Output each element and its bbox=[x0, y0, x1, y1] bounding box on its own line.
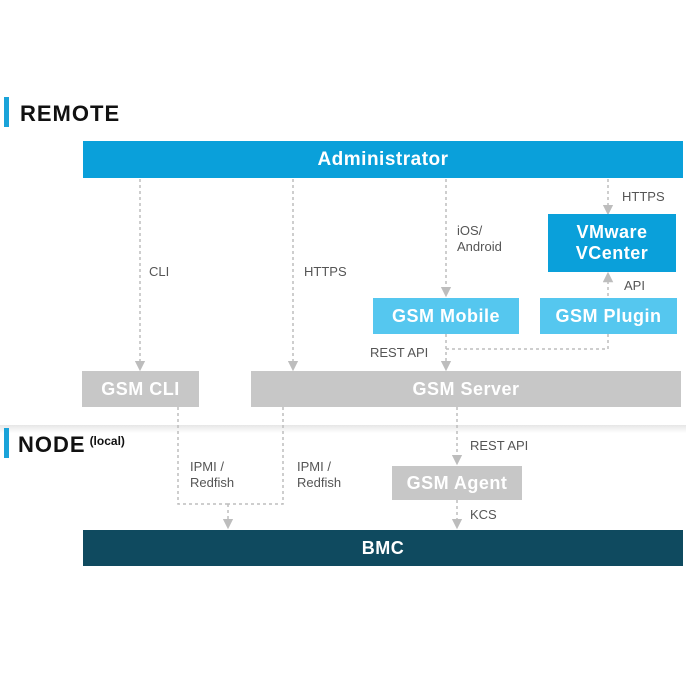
node-section-sublabel: (local) bbox=[89, 434, 125, 448]
ios-label: iOS/ bbox=[457, 223, 483, 238]
vcenter-label: VCenter bbox=[575, 243, 649, 263]
gsm-agent-label: GSM Agent bbox=[406, 472, 508, 493]
gsm-agent-box: GSM Agent bbox=[392, 466, 522, 500]
gsm-plugin-box: GSM Plugin bbox=[540, 298, 677, 334]
node-section-title: NODE(local) bbox=[18, 432, 125, 458]
android-label: Android bbox=[457, 239, 502, 254]
https-vcenter-connector-label: HTTPS bbox=[622, 189, 665, 204]
rest-api-agent-connector-label: REST API bbox=[470, 438, 529, 453]
gsm-plugin-label: GSM Plugin bbox=[555, 305, 662, 326]
gsm-server-box: GSM Server bbox=[251, 371, 681, 407]
kcs-connector-label: KCS bbox=[470, 507, 497, 522]
gsm-mobile-box: GSM Mobile bbox=[373, 298, 519, 334]
administrator-label: Administrator bbox=[317, 148, 449, 170]
gsm-server-label: GSM Server bbox=[412, 378, 520, 399]
gsm-cli-box: GSM CLI bbox=[82, 371, 199, 407]
ipmi-label-2: IPMI / bbox=[297, 459, 331, 474]
remote-section-title: REMOTE bbox=[20, 101, 121, 126]
rest-api-server-connector-label: REST API bbox=[370, 345, 429, 360]
connector-cli-bmc bbox=[177, 407, 228, 505]
connector-server-bmc bbox=[228, 407, 284, 505]
cli-connector-label: CLI bbox=[149, 264, 170, 279]
node-section-label: NODE bbox=[18, 432, 86, 457]
connector-plugin-server bbox=[446, 334, 609, 350]
bmc-label: BMC bbox=[361, 537, 405, 558]
ipmi-redfish-server-connector-label: IPMI / Redfish bbox=[297, 459, 341, 491]
ipmi-redfish-cli-connector-label: IPMI / Redfish bbox=[190, 459, 234, 491]
redfish-label-1: Redfish bbox=[190, 475, 235, 490]
bmc-box: BMC bbox=[83, 530, 683, 566]
node-section-bar bbox=[4, 428, 9, 458]
gsm-mobile-label: GSM Mobile bbox=[392, 305, 500, 326]
vmware-vcenter-box: VMware VCenter bbox=[548, 214, 676, 272]
vmware-label: VMware bbox=[576, 222, 648, 242]
remote-section-bar bbox=[4, 97, 9, 127]
ipmi-label-1: IPMI / bbox=[190, 459, 224, 474]
api-connector-label: API bbox=[624, 278, 645, 293]
https-server-connector-label: HTTPS bbox=[304, 264, 347, 279]
administrator-box: Administrator bbox=[83, 141, 683, 178]
ios-android-connector-label: iOS/ Android bbox=[457, 223, 502, 255]
section-divider bbox=[0, 425, 686, 433]
gsm-cli-label: GSM CLI bbox=[101, 378, 180, 399]
redfish-label-2: Redfish bbox=[297, 475, 342, 490]
